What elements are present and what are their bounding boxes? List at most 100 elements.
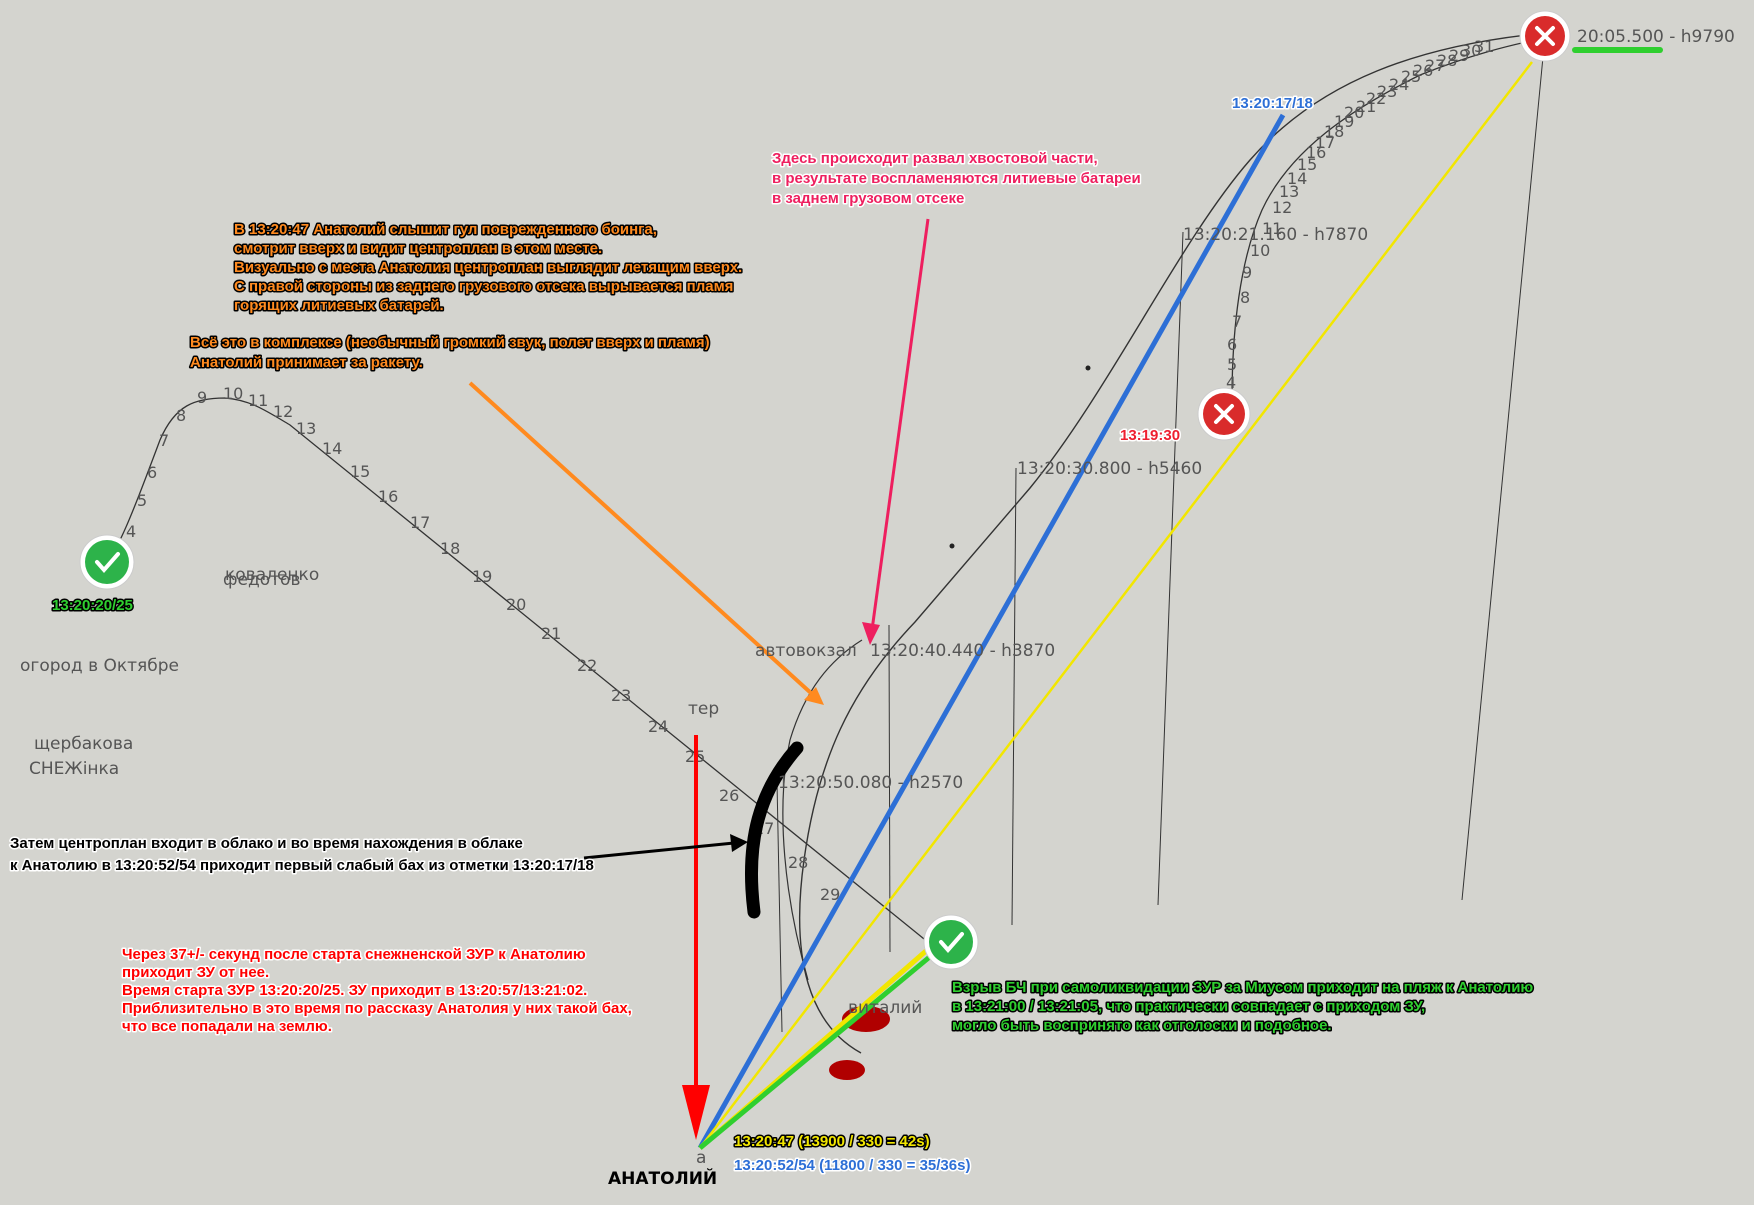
note-line: С правой стороны из заднего грузового от… (234, 278, 733, 295)
note-line: приходит ЗУ от нее. (122, 964, 269, 981)
track-a-tick: 24 (648, 717, 668, 736)
track-b-tick: 19 (1334, 112, 1354, 131)
track-a-ticks: 4567891011121314151617181920212223242526… (126, 384, 840, 904)
note-line: Время старта ЗУР 13:20:20/25. ЗУ приходи… (122, 982, 587, 999)
green-line (698, 938, 952, 1150)
note-line: Всё это в комплексе (необычный громкий з… (190, 334, 710, 351)
track-a-tick: 13 (296, 419, 316, 438)
yellow-calc: 13:20:47 (13900 / 330 = 42s) (734, 1133, 930, 1150)
track-b-tick: 6 (1227, 335, 1237, 354)
orange-arrow-line (468, 381, 814, 696)
pink-arrow-head (862, 622, 880, 645)
note-line: В 13:20:47 Анатолий слышит гул поврежден… (234, 221, 657, 238)
track-a-tick: 4 (126, 522, 136, 541)
track-b-tick: 27 (1425, 56, 1445, 75)
note-red: Через 37+/- секунд после старта снежненс… (121, 945, 634, 1037)
track-a-tick: 9 (197, 388, 207, 407)
curve-dot (1085, 365, 1091, 371)
place-anatoliy: АНАТОЛИЙ (608, 1167, 717, 1189)
drop-line (888, 624, 891, 953)
track-a-tick: 12 (273, 402, 293, 421)
track-b-tick: 31 (1474, 37, 1494, 56)
note-pink: Здесь происходит развал хвостовой части,… (771, 149, 1143, 209)
track-b-tick: 16 (1306, 143, 1326, 162)
blue-line (697, 113, 1286, 1150)
drop-line (1157, 231, 1184, 906)
place-shcherbakova: щербакова (34, 734, 133, 754)
note-line: Приблизительно в это время по рассказу А… (122, 1000, 632, 1017)
track-b-tick: 7 (1232, 312, 1242, 331)
note-line: смотрит вверх и видит центроплан в этом … (234, 240, 602, 257)
track-a-tick: 11 (248, 391, 268, 410)
track-a-tick: 5 (137, 491, 147, 510)
place-snezhinka: СНЕЖінка (29, 759, 119, 779)
yellow-line-upper (699, 61, 1533, 1149)
place-ter: тер (688, 699, 719, 719)
blue-tag: 13:20:17/18 (1232, 95, 1313, 112)
track-b-curve (1231, 37, 1546, 401)
track-a-tick: 28 (788, 853, 808, 872)
track-b-tick: 5 (1227, 355, 1237, 374)
note-line: могло быть воспринято как отголоски и по… (952, 1017, 1332, 1034)
note-line: Визуально с места Анатолия центроплан вы… (234, 259, 742, 276)
note-line: Анатолий принимает за ракету. (190, 354, 423, 371)
drop-line (1011, 467, 1017, 926)
cloud-path (745, 741, 804, 919)
place-vitaliy: виталий (848, 998, 922, 1018)
track-a-tick: 26 (719, 786, 739, 805)
check-mark-right (923, 914, 979, 970)
curve-dot (949, 543, 955, 549)
track-a-tick: 10 (223, 384, 243, 403)
track-b-tick: 22 (1366, 89, 1386, 108)
note-line: горящих литиевых батарей. (234, 297, 444, 314)
note-black: Затем центроплан входит в облако и во вр… (9, 834, 596, 876)
track-b-tick: 17 (1315, 133, 1335, 152)
track-b-tick: 28 (1437, 51, 1457, 70)
note-line: Взрыв БЧ при самоликвидации ЗУР за Миусо… (952, 979, 1533, 996)
track-a-tick: 17 (410, 513, 430, 532)
track-b-tick: 15 (1297, 155, 1317, 174)
red-arrow-head (682, 1085, 710, 1140)
track-b-tick: 20 (1344, 103, 1364, 122)
time-label-4: 13:20:40.440 - h3870 (870, 641, 1055, 661)
track-a-tick: 6 (147, 463, 157, 482)
note-line: что все попадали на землю. (122, 1018, 332, 1035)
descent-curve (798, 32, 1546, 1054)
track-a-tick: 29 (820, 885, 840, 904)
track-a-tick: 15 (350, 462, 370, 481)
pink-arrow-line (870, 218, 930, 631)
track-b-tick: 10 (1250, 241, 1270, 260)
note-line: в 13:21:00 / 13:21:05, что практически с… (952, 998, 1425, 1015)
place-kovalenko: коваленко (225, 565, 319, 585)
track-b-tick: 12 (1272, 198, 1292, 217)
error-mark-top (1519, 10, 1571, 62)
time-label-2: 13:20:21.160 - h7870 (1183, 225, 1368, 245)
note-line: Здесь происходит развал хвостовой части, (772, 150, 1098, 167)
note-line: в заднем грузовом отсеке (772, 190, 964, 207)
note-orange-2: Всё это в комплексе (необычный громкий з… (189, 333, 712, 373)
track-a-tick: 18 (440, 539, 460, 558)
track-a-tick: 16 (378, 487, 398, 506)
time-label-5: 13:20:50.080 - h2570 (778, 773, 963, 793)
blue-calc: 13:20:52/54 (11800 / 330 = 35/36s) (734, 1157, 970, 1174)
track-a-tick: 20 (506, 595, 526, 614)
track-b-tick: 13 (1279, 182, 1299, 201)
time-label-top: 20:05.500 - h9790 (1577, 27, 1735, 47)
track-b-tick: 4 (1226, 373, 1236, 392)
track-b-tick: 9 (1242, 263, 1252, 282)
track-a-tick: 19 (472, 567, 492, 586)
error-mark-mid (1197, 387, 1251, 441)
note-line: Затем центроплан входит в облако и во вр… (10, 835, 523, 852)
track-b-tick: 14 (1287, 169, 1307, 188)
track-b-tick: 30 (1461, 41, 1481, 60)
track-b-tick: 29 (1449, 46, 1469, 65)
place-ogorod: огород в Октябре (20, 656, 179, 676)
note-line: к Анатолию в 13:20:52/54 приходит первый… (10, 857, 594, 874)
place-avtovokzal: автовокзал (755, 641, 857, 661)
orange-arrow-head (804, 687, 824, 705)
start-time: 13:20:20/25 (52, 597, 133, 614)
time-label-3: 13:20:30.800 - h5460 (1017, 459, 1202, 479)
place-a: а (696, 1148, 706, 1168)
